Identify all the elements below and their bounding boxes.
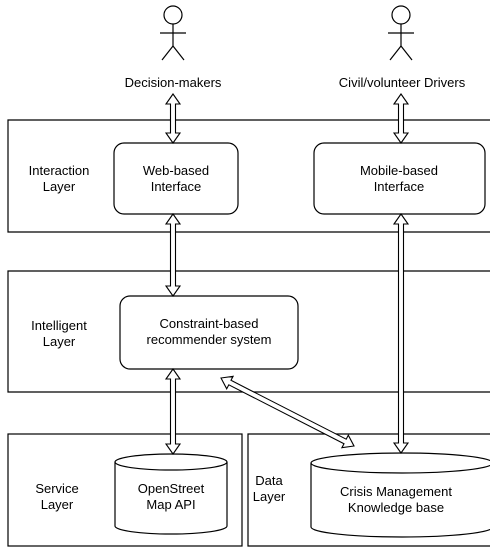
arrow-mobile-interface-to-knowledge-base xyxy=(392,213,410,454)
mobile-interface-label-line: Mobile-based xyxy=(359,163,439,178)
data-layer-box xyxy=(247,433,490,547)
web-interface-label-line: Web-based xyxy=(142,163,210,178)
recommender-system-label: Constraint-based recommender system xyxy=(147,316,272,348)
mobile-interface-label-line: Interface xyxy=(373,179,425,194)
intelligent-layer-label: Intelligent Layer xyxy=(31,318,87,350)
intelligent-layer-label-line: Layer xyxy=(42,334,76,349)
service-layer-label-line: Layer xyxy=(40,497,74,512)
arrow-drivers-to-mobile-interface xyxy=(392,93,410,144)
data-layer-label-line: Data xyxy=(255,473,283,488)
driver-actor-icon xyxy=(388,5,414,61)
decision-makers-label: Decision-makers xyxy=(124,75,222,90)
map-api-label-line: OpenStreet xyxy=(137,481,205,496)
interaction-layer-label-line: Interaction xyxy=(28,163,90,178)
arrow-decision-makers-to-web-interface xyxy=(164,93,182,144)
map-api-label-line: Map API xyxy=(146,497,196,512)
mobile-interface-label: Mobile-based Interface xyxy=(360,163,438,195)
arrow-recommender-to-map-api xyxy=(164,368,182,455)
decision-maker-actor-icon xyxy=(160,5,186,61)
knowledge-base-label-line: Knowledge base xyxy=(347,500,445,515)
knowledge-base-label: Crisis Management Knowledge base xyxy=(340,484,452,516)
interaction-layer-label-line: Layer xyxy=(42,179,76,194)
mobile-interface-box xyxy=(313,142,486,215)
recommender-system-box xyxy=(119,295,299,370)
recommender-system-label-line: Constraint-based xyxy=(159,316,259,331)
web-interface-box xyxy=(113,142,239,215)
service-layer-label-line: Service xyxy=(35,481,79,496)
interaction-layer-box xyxy=(7,119,490,233)
service-layer-label: Service Layer xyxy=(35,481,78,513)
knowledge-base-database-icon xyxy=(310,452,490,538)
map-api-database-icon xyxy=(114,453,228,535)
drivers-label: Civil/volunteer Drivers xyxy=(338,75,466,90)
web-interface-label: Web-based Interface xyxy=(143,163,209,195)
recommender-system-label-line: recommender system xyxy=(146,332,272,347)
knowledge-base-label-line: Crisis Management xyxy=(340,484,452,499)
arrow-web-interface-to-recommender xyxy=(164,213,182,297)
web-interface-label-line: Interface xyxy=(150,179,202,194)
intelligent-layer-label-line: Intelligent xyxy=(31,318,87,333)
arrow-recommender-to-knowledge-base xyxy=(220,375,355,449)
data-layer-label: Data Layer xyxy=(253,473,286,505)
interaction-layer-label: Interaction Layer xyxy=(29,163,90,195)
map-api-label: OpenStreet Map API xyxy=(138,481,205,513)
data-layer-label-line: Layer xyxy=(252,489,286,504)
service-layer-box xyxy=(7,433,243,547)
